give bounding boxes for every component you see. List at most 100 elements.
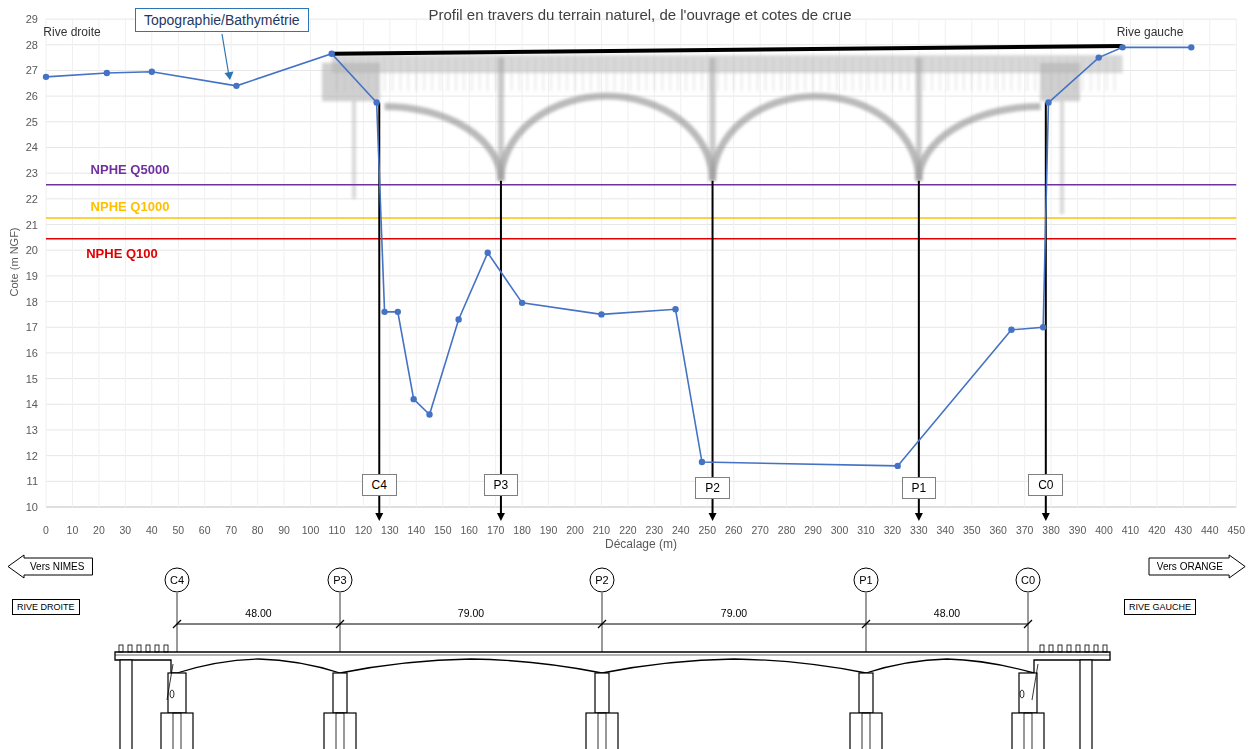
hatch <box>678 58 679 91</box>
pier-arrowhead <box>709 513 717 521</box>
node-text: P1 <box>859 574 872 586</box>
grid-line <box>522 19 523 507</box>
hatch <box>567 58 568 91</box>
tick-label: 420 <box>1148 524 1166 536</box>
hatch <box>947 58 948 91</box>
grid-line <box>548 19 549 507</box>
tick-label: 170 <box>487 524 505 536</box>
leader-arrowhead <box>225 72 234 81</box>
pier-column <box>859 673 873 713</box>
hatch <box>662 58 663 91</box>
hatch <box>638 58 639 91</box>
pier-shadow <box>710 58 716 181</box>
terrain-point <box>1045 99 1051 105</box>
hatch <box>781 58 782 91</box>
pier-arrowhead <box>915 513 923 521</box>
hatch <box>908 58 909 91</box>
pier-core <box>862 713 870 749</box>
tick-label: 240 <box>672 524 690 536</box>
tick-label: 90 <box>278 524 290 536</box>
direction-arrow: Vers ORANGE <box>1149 555 1245 578</box>
grid-line <box>46 455 1236 456</box>
tick-label: 29 <box>26 13 38 26</box>
tick-label: 19 <box>26 270 38 283</box>
pier-axis-line <box>918 181 920 515</box>
tick-label: 26 <box>26 90 38 103</box>
railing-post <box>1067 645 1071 652</box>
hatch <box>424 58 425 91</box>
tick-label: 380 <box>1042 524 1060 536</box>
railing-post <box>128 645 132 652</box>
circle-outline <box>854 568 878 592</box>
node-text: C0 <box>1021 574 1035 586</box>
hatch <box>884 58 885 91</box>
grid-line <box>601 19 602 507</box>
node-text: P2 <box>595 574 608 586</box>
hatch <box>1090 58 1091 91</box>
hatch <box>630 58 631 91</box>
tick-label: 15 <box>26 372 38 385</box>
hatch <box>392 58 393 91</box>
node-text: Topographie/Bathymétrie <box>144 12 300 28</box>
hatch <box>789 58 790 91</box>
hatch <box>670 58 671 91</box>
direction-arrow: Vers NIMES <box>8 555 92 578</box>
tick-label: 280 <box>778 524 796 536</box>
terrain-point <box>672 306 678 312</box>
hatch <box>606 58 607 91</box>
hatch <box>1003 58 1004 91</box>
pier-footing <box>850 713 882 749</box>
grid-line <box>46 352 1236 353</box>
railing-post <box>1058 645 1062 652</box>
railing-post <box>155 645 159 652</box>
tick-label: 60 <box>199 524 211 536</box>
annotation-label: Rive droite <box>43 26 100 40</box>
tick-label: 430 <box>1175 524 1193 536</box>
bearing-symbol <box>1020 690 1024 698</box>
hatch <box>479 58 480 91</box>
tick-label: 250 <box>698 524 716 536</box>
hatch <box>725 58 726 91</box>
dimension-tick <box>862 620 870 628</box>
grid-line <box>733 19 734 507</box>
terrain-point <box>410 396 416 402</box>
terrain-point <box>104 70 110 76</box>
grid-line <box>786 19 787 507</box>
hatch <box>440 58 441 91</box>
tick-label: 310 <box>857 524 875 536</box>
tick-label: 330 <box>910 524 928 536</box>
deck <box>115 652 1110 673</box>
pier-column <box>333 673 347 713</box>
tick-label: 80 <box>252 524 264 536</box>
abutment-shadow <box>1040 63 1080 102</box>
tick-label: 270 <box>751 524 769 536</box>
node-text: C4 <box>372 478 387 492</box>
grid-line <box>892 19 893 507</box>
hatch <box>1027 58 1028 91</box>
hatch <box>455 58 456 91</box>
hatch <box>646 58 647 91</box>
hatch <box>900 58 901 91</box>
tick-label: 12 <box>26 449 38 462</box>
tick-label: 350 <box>963 524 981 536</box>
grid-line <box>839 19 840 507</box>
approach-column <box>120 660 132 749</box>
axis-title: Cote (m NGF) <box>8 227 21 296</box>
tick-label: 120 <box>355 524 373 536</box>
grid-line <box>865 19 866 507</box>
flood-level-line <box>46 184 1236 186</box>
bank-label-box: RIVE GAUCHE <box>1124 599 1196 615</box>
tick-label: 210 <box>593 524 611 536</box>
pier-label-box: P2 <box>695 477 730 499</box>
hatch <box>448 58 449 91</box>
grid-line <box>46 429 1236 430</box>
grid-line <box>707 19 708 507</box>
tick-label: 200 <box>566 524 584 536</box>
hatch <box>535 58 536 91</box>
hatch <box>971 58 972 91</box>
tick-label: 22 <box>26 193 38 206</box>
annotation-label: NPHE Q5000 <box>91 162 170 177</box>
railing-post <box>1076 645 1080 652</box>
flood-level-line <box>46 217 1236 219</box>
